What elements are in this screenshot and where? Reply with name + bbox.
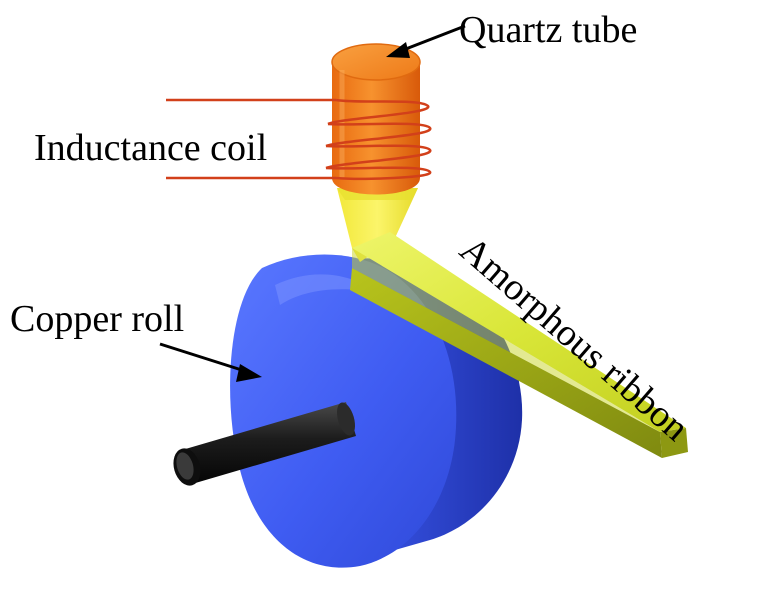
copper-roll-arrow [159, 342, 262, 382]
axle-front [173, 402, 356, 486]
amorphous-ribbon [350, 232, 688, 458]
inductance-coil [166, 98, 432, 180]
copper-roll-label: Copper roll [10, 298, 185, 340]
quartz-tube-arrow [386, 24, 466, 58]
quartz-tube-label: Quartz tube [459, 9, 638, 51]
inductance-coil-label: Inductance coil [34, 127, 268, 169]
pointer-arrows [159, 24, 466, 382]
